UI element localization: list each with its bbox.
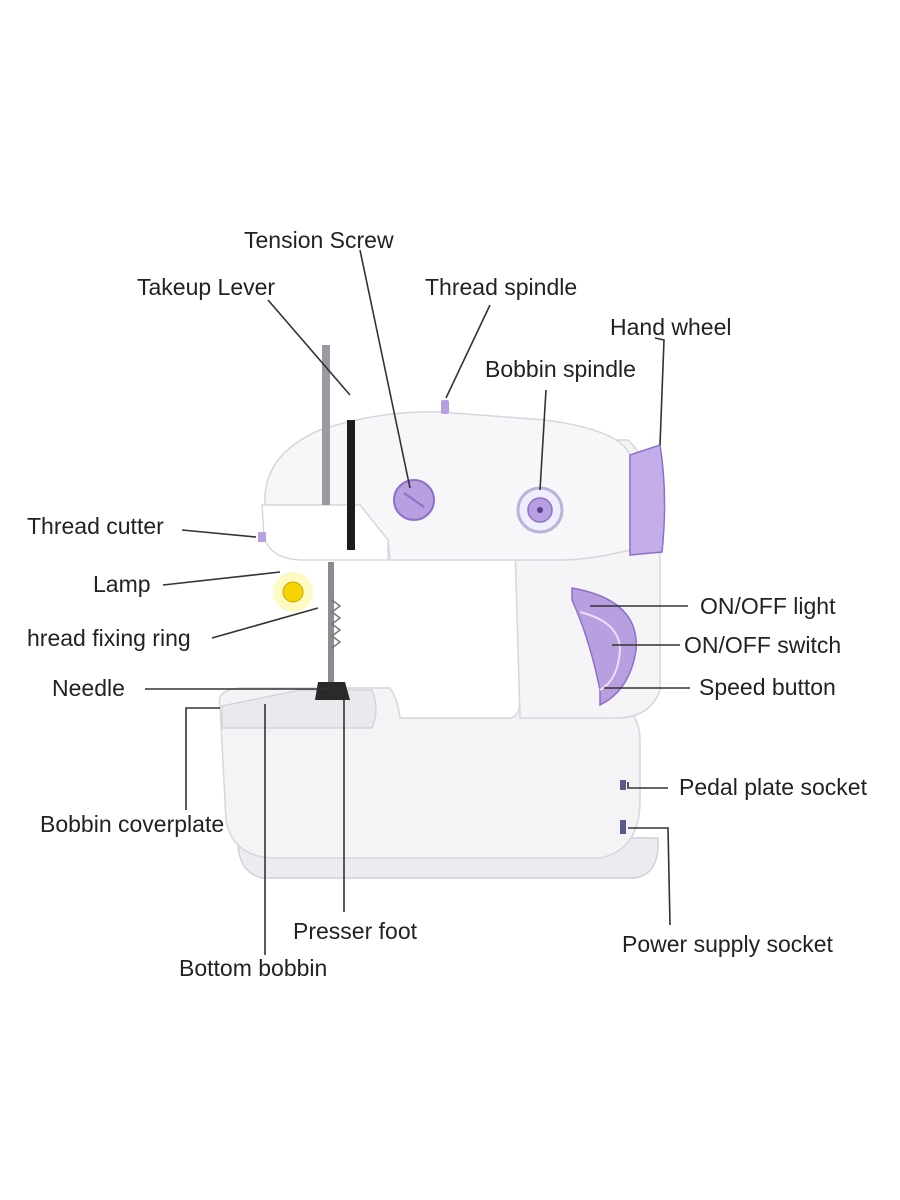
needle-bar [322,345,330,505]
needle-spring [330,599,342,649]
leader-tension-screw [359,249,411,489]
label-hand-wheel: Hand wheel [610,314,732,340]
label-power-supply-socket: Power supply socket [622,931,833,957]
label-tension-screw: Tension Screw [244,227,394,253]
label-takeup-lever: Takeup Lever [137,274,276,300]
switch-panel [571,587,637,707]
label-thread-spindle: Thread spindle [425,274,578,300]
thread-cutter [258,532,266,542]
presser-foot-shape [315,682,350,700]
label-thread-fixing-ring: hread fixing ring [27,625,191,651]
leader-lamp [162,571,281,586]
label-presser-foot: Presser foot [293,918,417,944]
takeup-lever-slot [347,420,355,550]
leader-power-supply-socket [628,827,671,926]
leader-bobbin-spindle [539,389,547,491]
leader-takeup-lever [267,299,351,396]
lamp-bulb [282,581,304,603]
leader-thread-fixing-ring [211,607,319,639]
label-pedal-plate-socket: Pedal plate socket [679,774,867,800]
label-bottom-bobbin: Bottom bobbin [179,955,328,981]
label-on-off-switch: ON/OFF switch [684,632,842,658]
label-on-off-light: ON/OFF light [700,593,836,619]
thread-spindle [441,400,449,414]
leader-pedal-plate-socket [627,782,668,789]
presser-bar [328,562,334,682]
label-thread-cutter: Thread cutter [27,513,164,539]
hand-wheel [629,444,666,556]
label-needle: Needle [52,675,125,701]
label-lamp: Lamp [93,571,151,597]
leader-hand-wheel [654,337,665,446]
label-bobbin-coverplate: Bobbin coverplate [40,811,225,837]
label-speed-button: Speed button [699,674,836,700]
leader-thread-cutter [181,529,257,538]
leader-bobbin-coverplate [185,707,220,810]
label-bobbin-spindle: Bobbin spindle [485,356,636,382]
leader-thread-spindle [445,304,491,399]
